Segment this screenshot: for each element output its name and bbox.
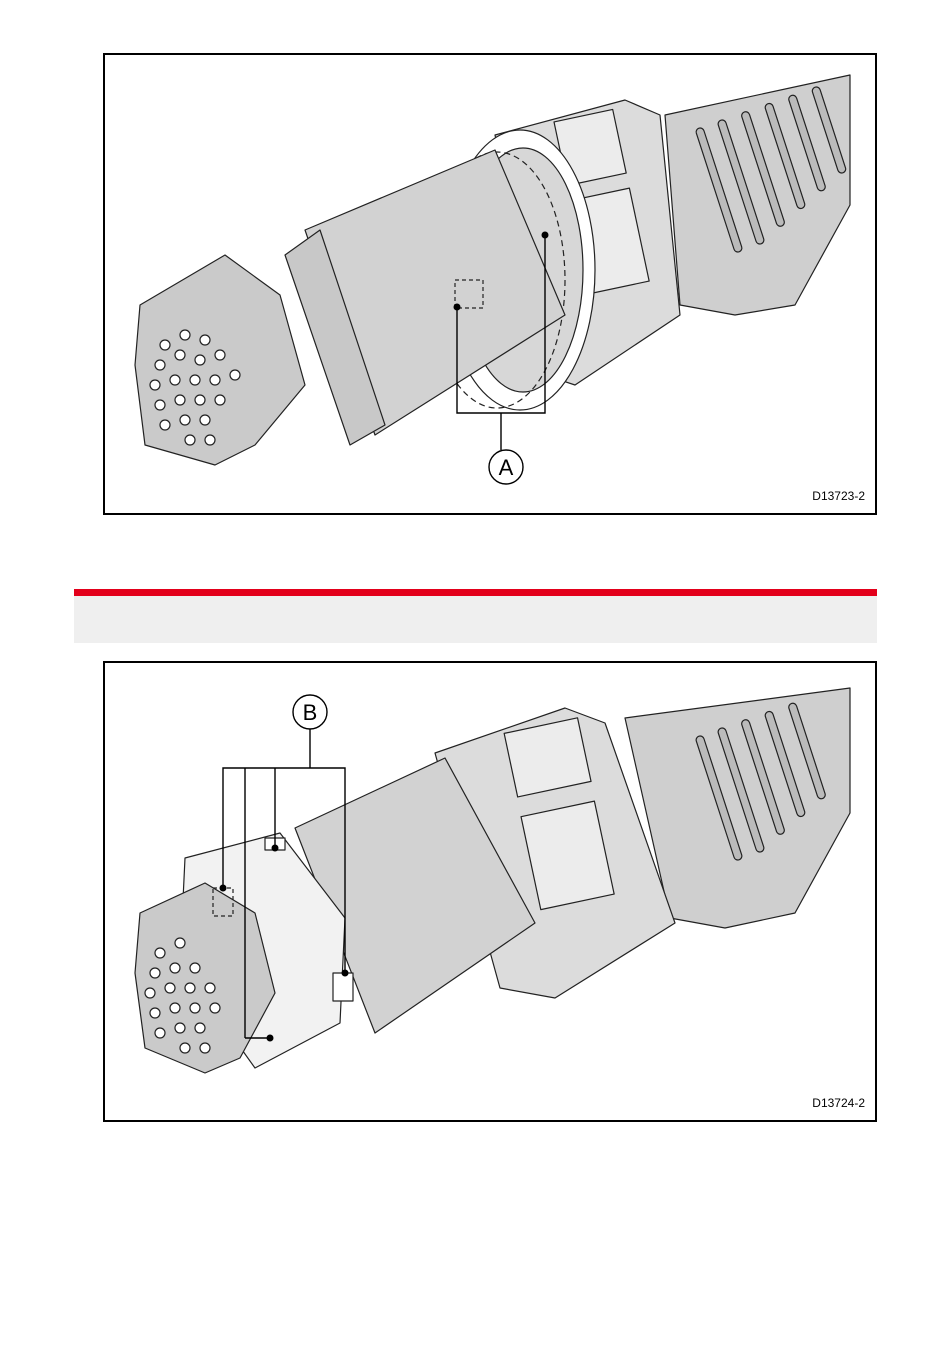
callout-b-point-2 — [272, 845, 279, 852]
section-rule — [74, 589, 877, 596]
connector-illustration-2: B — [105, 663, 875, 1120]
figure-code-1: D13723-2 — [812, 489, 865, 503]
callout-b-point-4 — [267, 1035, 274, 1042]
connector-illustration-1: A — [105, 55, 875, 513]
callout-b-point-1 — [220, 885, 227, 892]
section-heading-band — [74, 596, 877, 643]
connector-face — [135, 255, 305, 465]
callout-a-point-1 — [454, 304, 461, 311]
callout-a-label: A — [499, 455, 514, 480]
callout-b-label: B — [303, 700, 318, 725]
callout-b-point-3 — [342, 970, 349, 977]
illustration-frame-1: A D13723-2 — [103, 53, 877, 515]
callout-a-point-2 — [542, 232, 549, 239]
illustration-frame-2: B D13724-2 — [103, 661, 877, 1122]
cable-strain-relief — [665, 75, 850, 315]
figure-code-2: D13724-2 — [812, 1096, 865, 1110]
